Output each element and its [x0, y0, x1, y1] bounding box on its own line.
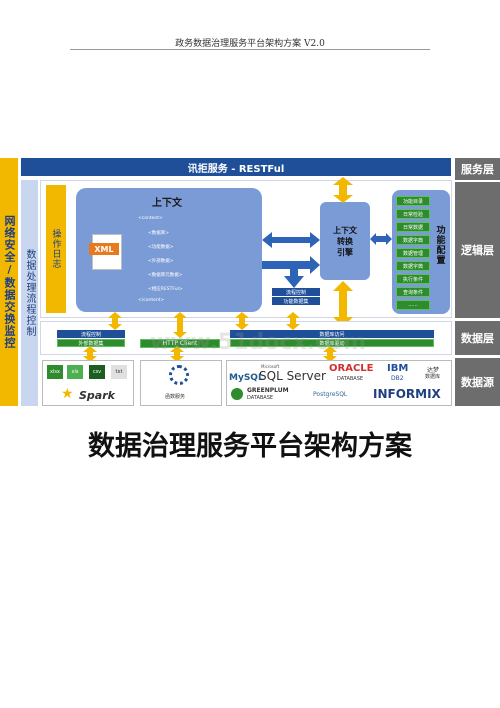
arrow-icon: [170, 346, 184, 362]
sub-box-func-data: 功能数据集: [272, 297, 320, 305]
operation-log-label: 操作日志: [50, 229, 61, 269]
function-config-item: 日常检验: [396, 209, 430, 219]
oracle-sub: DATABASE: [337, 376, 364, 382]
greenplum-sub: DATABASE: [247, 395, 274, 401]
data-layer-area: [40, 321, 452, 355]
arrow-icon: [108, 312, 122, 330]
file-icon-xls: xls: [67, 365, 83, 379]
greenplum-icon: [231, 388, 243, 400]
layer-arrows: [83, 312, 337, 362]
file-icon-xlsx: xlsx: [47, 365, 63, 379]
dameng-sub: 数据库: [425, 374, 441, 380]
star-icon: ★: [61, 386, 74, 402]
arrow-icon: [173, 312, 187, 338]
watermark: www.51docx.com: [150, 330, 367, 355]
context-item: <数据库元数据>: [148, 273, 183, 278]
layer-source: 数据源: [455, 358, 500, 406]
security-monitor-bar: 网络安全/数据交换监控: [0, 158, 18, 406]
arrow-icon: [323, 346, 337, 362]
ibm-logo: IBM: [387, 363, 409, 374]
double-arrow-icon: [262, 232, 320, 248]
source-db-box: MySQL Microsoft SQL Server ORACLE DATABA…: [226, 360, 452, 406]
sub-box-process: 流程控制: [272, 288, 320, 296]
function-config-item: 数据管理: [396, 248, 430, 258]
process-control-bar: 数据处理流程控制: [21, 180, 38, 406]
double-arrow-icon: [333, 177, 353, 203]
data-right-bottom: 数据库驱动: [230, 339, 434, 347]
conversion-engine-box: 上下文 转换 引擎: [320, 202, 370, 280]
dameng-logo: 达梦: [427, 367, 440, 374]
function-config-label: 功能配置: [434, 225, 445, 265]
context-item: <外部数据>: [148, 259, 174, 264]
context-box: 上下文 XML <content> <数据库> <功能数据> <外部数据> <数…: [76, 188, 262, 312]
layer-data: 数据层: [455, 321, 500, 355]
greenplum-logo: GREENPLUM: [247, 387, 289, 394]
arrow-icon: [83, 346, 97, 362]
double-arrow-icon: [370, 233, 392, 245]
xml-file-icon: XML: [89, 234, 122, 270]
page-header: 政务数据治理服务平台架构方案 V2.0: [175, 39, 325, 49]
engine-line2: 转换: [337, 236, 353, 246]
file-icon-txt: txt: [111, 365, 127, 379]
engine-data-arrow: [333, 281, 353, 327]
engine-line3: 引擎: [337, 247, 353, 257]
data-left-bottom: 外部数据集: [57, 339, 125, 347]
oracle-logo: ORACLE: [329, 363, 374, 374]
context-item: <数据库>: [148, 231, 170, 236]
context-item: <相应RESTFul>: [148, 287, 183, 292]
engine-service-arrow: [333, 177, 353, 203]
function-config-item: 执行条件: [396, 274, 430, 284]
engine-config-arrow: [370, 233, 392, 245]
sqlserver-top: Microsoft: [261, 364, 280, 369]
source-interface-box: 函数服务: [140, 360, 222, 406]
security-label: 网络安全/数据交换监控: [3, 215, 16, 349]
arrow-icon: [286, 312, 300, 330]
sqlserver-logo: SQL Server: [259, 369, 326, 383]
function-config-item: 日常数据: [396, 222, 430, 232]
down-arrow: [284, 264, 304, 288]
service-bar: 讯拒服务 - RESTFul: [21, 158, 451, 176]
spark-logo: Spark: [79, 389, 115, 402]
function-config-item: 数据字典: [396, 261, 430, 271]
context-item: <content>: [138, 216, 163, 221]
data-http-client: HTTP Client: [140, 339, 220, 348]
interface-label: 函数服务: [165, 394, 186, 400]
process-label: 数据处理流程控制: [24, 249, 35, 337]
down-arrow-icon: [284, 264, 304, 288]
double-arrow-icon: [333, 281, 353, 327]
service-bar-label: 讯拒服务 - RESTFul: [187, 163, 285, 175]
data-right-top: 数据库访问: [230, 330, 434, 338]
file-icon-csv: csv: [89, 365, 105, 379]
layer-logic: 逻辑层: [455, 182, 500, 318]
informix-logo: INFORMIX: [373, 387, 441, 401]
arrow-icon: [235, 312, 249, 330]
xml-label: XML: [89, 243, 119, 255]
operation-log-box: 操作日志: [46, 185, 66, 313]
context-item: <功能数据>: [148, 245, 174, 250]
data-left-top: 流程控制: [57, 330, 125, 338]
layer-service: 服务层: [455, 158, 500, 180]
mysql-logo: MySQL: [229, 373, 264, 383]
network-icon: [169, 365, 189, 385]
function-config-item: 数据字典: [396, 235, 430, 245]
context-item: </content>: [138, 298, 165, 303]
engine-line1: 上下文: [333, 225, 357, 235]
postgres-logo: PostgreSQL: [313, 391, 348, 398]
function-config-item: 查询条件: [396, 287, 430, 297]
source-files-box: xlsx xls csv txt Spark ★: [42, 360, 134, 406]
function-config-item: 功能目录: [396, 196, 430, 206]
header-divider: [70, 49, 430, 50]
function-config-item: ......: [396, 300, 430, 310]
db2-label: DB2: [391, 375, 404, 382]
context-title: 上下文: [152, 198, 182, 209]
document-title: 数据治理服务平台架构方案: [88, 431, 412, 462]
